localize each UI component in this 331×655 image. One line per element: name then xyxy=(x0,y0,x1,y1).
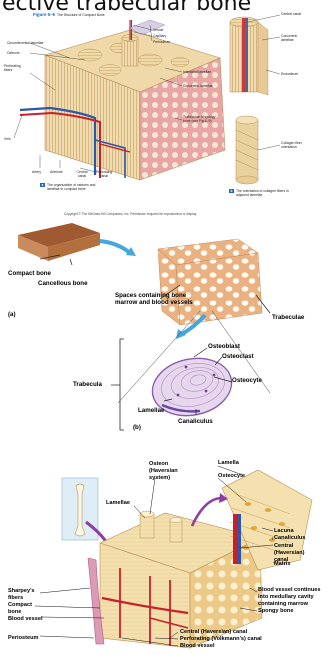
label-compact-bone-3: Compact bone xyxy=(8,602,36,616)
label-periosteum-3: Periosteum xyxy=(8,635,38,642)
caption-a-badge: a xyxy=(40,183,45,187)
label-b-concentric-lamellae: Concentric lamellae xyxy=(281,34,307,42)
label-compact-bone: Compact bone xyxy=(8,270,51,277)
label-spongy-bone: Spongy bone xyxy=(258,608,293,615)
label-osteons: Osteons xyxy=(7,51,20,55)
label-sharpeys-fibers: Sharpey's fibers xyxy=(8,588,40,602)
label-osteocyte: Osteocyte xyxy=(232,377,262,384)
label-venule: Venule xyxy=(153,28,163,32)
label-perforating-canal: Perforating (Volkmann's) canal xyxy=(180,636,262,643)
label-blood-vessel-continues: Blood vessel continues into medullary ca… xyxy=(258,587,326,608)
label-canaliculus-3: Canaliculus xyxy=(274,535,305,542)
cancellous-bone-illustration xyxy=(0,215,331,440)
label-arteriole: Arteriole xyxy=(50,170,63,174)
label-circumferential-lamellae: Circumferential lamellae xyxy=(7,41,43,45)
label-osteoblast: Osteoblast xyxy=(208,343,240,350)
label-artery: Artery xyxy=(32,170,41,174)
label-lamellae: Lamellae xyxy=(138,407,164,414)
label-b-collagen-orientation: Collagen fiber orientation xyxy=(281,141,303,149)
caption-b: The orientation of collagen fibers in ad… xyxy=(236,189,296,197)
label-matrix: Matrix xyxy=(274,561,290,568)
caption-b-badge: b xyxy=(229,189,234,193)
label-trabeculae: Trabeculae xyxy=(272,314,304,321)
label-trabecula: Trabecula xyxy=(73,381,102,388)
label-capillary: Capillary xyxy=(153,34,166,38)
label-lamellae-3: Lamellae xyxy=(106,500,130,507)
label-vein: Vein xyxy=(4,137,11,141)
label-perforating-fibers: Perforating fibers xyxy=(4,64,26,72)
label-periosteum: Periosteum xyxy=(153,40,170,44)
label-concentric-lamellae: Concentric lamellae xyxy=(183,84,217,88)
label-central-canal-bottom: Central (Haversian) canal xyxy=(180,629,247,636)
label-blood-vessel-bottom: Blood vessel xyxy=(180,643,215,650)
label-canaliculus: Canaliculus xyxy=(178,418,213,425)
label-part-a: (a) xyxy=(8,311,16,318)
label-lamella: Lamella xyxy=(218,460,239,467)
label-osteon: Osteon (Haversian system) xyxy=(149,461,189,482)
caption-a: The organization of osteons and lamellae… xyxy=(47,183,107,191)
label-cancellous-bone: Cancellous bone xyxy=(38,280,88,287)
label-part-b: (b) xyxy=(133,424,141,431)
label-lacuna: Lacuna xyxy=(274,528,294,535)
label-spaces: Spaces containing bone marrow and blood … xyxy=(115,292,205,306)
label-perforating-canal: Perforating canal xyxy=(93,170,115,178)
label-blood-vessel-left: Blood vessel xyxy=(8,616,43,623)
label-b-central-canal: Central canal xyxy=(281,12,307,16)
label-osteocyte-3: Osteocyte xyxy=(218,473,245,480)
label-trabeculae-spongy: Trabeculae of spongy bone (see Fig 6–9) xyxy=(183,115,221,123)
label-interstitial-lamellae: Interstitial lamellae xyxy=(183,70,217,74)
trabecular-cube xyxy=(158,239,262,325)
label-central-canal: Central canal xyxy=(74,170,90,178)
label-b-endosteum: Endosteum xyxy=(281,72,298,76)
label-osteoclast: Osteoclast xyxy=(222,353,254,360)
collagen-orientation-illustration xyxy=(230,17,268,184)
